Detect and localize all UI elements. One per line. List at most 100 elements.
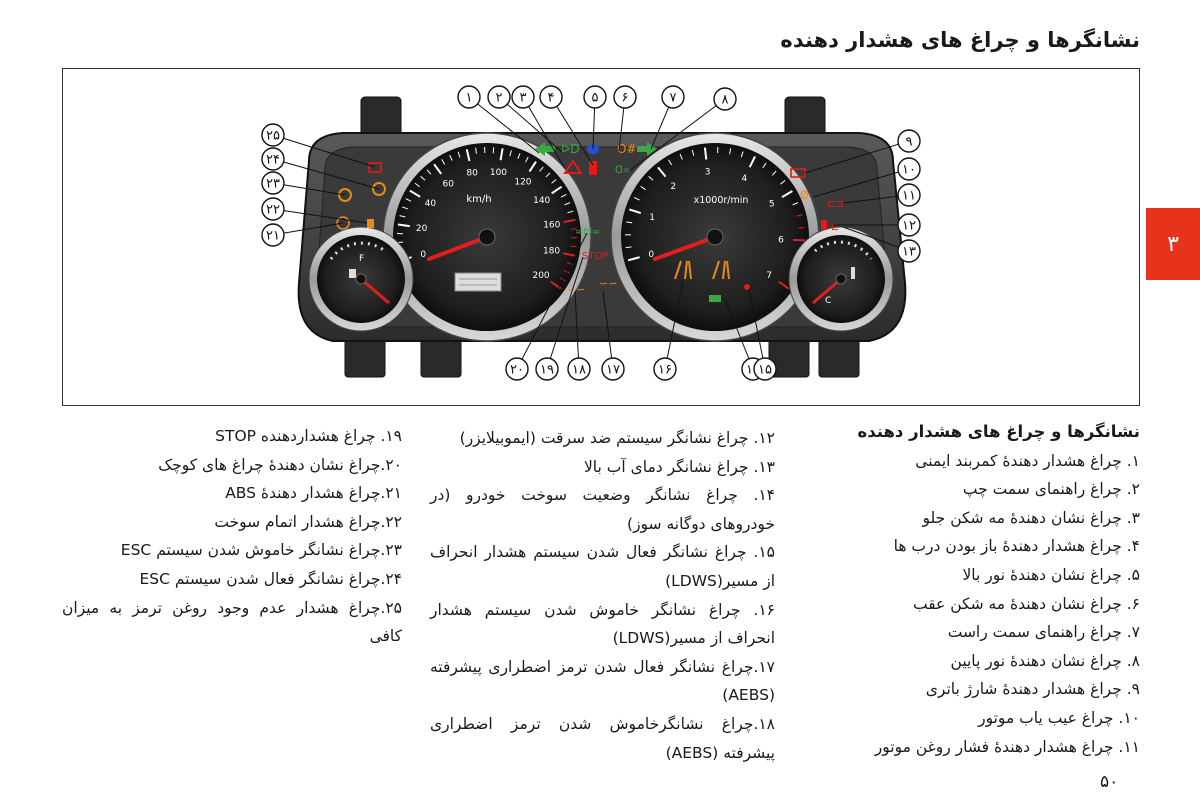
front-fog-icon: ᐅD <box>561 142 579 156</box>
leader-line <box>812 168 910 198</box>
leader-line <box>664 280 684 370</box>
legend-item-6: ۶. چراغ نشان دهندۀ مه شکن عقب <box>912 594 1140 613</box>
thermometer-icon <box>851 267 855 279</box>
callout-circle <box>539 85 563 109</box>
low-fuel-icon <box>367 219 374 228</box>
callout-leader-lines <box>272 96 910 370</box>
leader-line <box>724 298 754 370</box>
door-open-icon <box>589 161 597 175</box>
callout-circle <box>583 85 607 109</box>
legend-item-10: ۱۰. چراغ عیب یاب موتور <box>978 708 1140 727</box>
callout-number-right: ۱۳ <box>902 245 916 260</box>
callout-circle <box>261 123 285 147</box>
ldws-off-icon <box>674 260 692 280</box>
aebs-off-icon: ∽∽ <box>567 283 585 296</box>
callout-circle <box>535 357 559 381</box>
fuel-needle <box>360 277 390 305</box>
page-number: ۵۰ <box>1100 772 1119 792</box>
legend-item-25: ۲۵.چراغ هشدار عدم وجود روغن ترمز به میزا… <box>62 598 402 646</box>
leader-line <box>842 226 910 252</box>
callout-number-bottom: ۱۶ <box>658 363 672 378</box>
tachometer-unit: x1000r/min <box>694 195 749 206</box>
rear-fog-icon: O# <box>617 142 637 156</box>
callout-circle <box>897 183 921 207</box>
legend-item-14: ۱۴. چراغ نشانگر وضعیت سوخت خودرو (در خود… <box>430 486 775 533</box>
callout-circle <box>713 87 737 111</box>
seatbelt-warning-icon <box>563 159 583 174</box>
legend-item-11: ۱۱. چراغ هشدار دهندۀ فشار روغن موتور <box>874 737 1140 756</box>
legend-item-3: ۳. چراغ نشان دهندۀ مه شکن جلو <box>922 508 1140 527</box>
callout-number-left: ۲۵ <box>266 129 280 144</box>
temperature-gauge-label: C <box>825 296 831 306</box>
leader-line <box>574 290 580 370</box>
callout-circle <box>897 239 921 263</box>
leader-line <box>602 290 614 370</box>
callout-circle <box>897 213 921 237</box>
legend-item-20: ۲۰.چراغ نشان دهندۀ چراغ های کوچک <box>158 455 402 474</box>
tachometer-tick-label: 3 <box>705 167 711 177</box>
legend-item-16: ۱۶. چراغ نشانگر خاموش شدن سیستم هشدار ان… <box>430 600 775 648</box>
position-lights-icon: ≈ᗢ≈ <box>575 227 600 238</box>
callout-number-right: ۹ <box>906 135 913 150</box>
legend-item-4: ۴. چراغ هشدار دهندۀ باز بودن درب ها <box>893 537 1140 556</box>
callout-number-right: ۱۱ <box>902 189 916 204</box>
legend-item-23: ۲۳.چراغ نشانگر خاموش شدن سیستم ESC <box>120 541 402 560</box>
ldws-on-icon <box>712 260 730 280</box>
legend-item-12: ۱۲. چراغ نشانگر سیستم ضد سرقت (ایموبیلای… <box>459 429 775 447</box>
leader-line <box>468 96 540 154</box>
callout-number-bottom: ۱۵ <box>758 363 772 378</box>
speedometer-tick-label: 0 <box>420 250 426 260</box>
oil-pressure-icon: ⊏⊐ <box>827 199 844 210</box>
callout-circle <box>511 85 535 109</box>
speedometer-tick-label: 100 <box>490 168 507 178</box>
speedometer-tick-label: 60 <box>442 180 454 190</box>
callout-circle <box>261 223 285 247</box>
tachometer-tick-label: 2 <box>670 182 676 192</box>
chapter-tab[interactable]: ۳ <box>1146 208 1200 280</box>
callout-circle <box>753 357 777 381</box>
tachometer-tick-label: 6 <box>778 235 784 245</box>
page-title: نشانگرها و چراغ های هشدار دهنده <box>780 28 1140 52</box>
callout-number-bottom: ۱۷ <box>606 363 620 378</box>
leader-line <box>272 134 376 168</box>
fuel-pump-icon <box>349 269 356 278</box>
legend-column-right: نشانگرها و چراغ های هشدار دهنده ۱. چراغ … <box>840 418 1140 761</box>
red-dot-indicator <box>744 284 750 290</box>
tachometer-tick-label: 7 <box>766 271 772 281</box>
callout-number-top: ۳ <box>520 91 527 106</box>
speedometer-unit: km/h <box>466 194 491 205</box>
speedometer-tick-label: 20 <box>416 224 428 234</box>
callout-circle <box>613 85 637 109</box>
engine-check-icon: ⚙ <box>799 188 810 202</box>
leader-line <box>272 222 344 236</box>
speedometer-tick-label: 40 <box>425 199 437 209</box>
legend-item-7: ۷. چراغ راهنمای سمت راست <box>947 623 1140 642</box>
leader-line <box>272 182 346 196</box>
tachometer-needle <box>653 235 717 261</box>
legend-item-24: ۲۴.چراغ نشانگر فعال شدن سیستم ESC <box>139 569 402 588</box>
speedometer-tick-label: 160 <box>543 220 560 230</box>
leader-line <box>546 256 584 370</box>
legend-item-17: ۱۷.چراغ نشانگر فعال شدن ترمز اضطراری پیش… <box>430 657 775 705</box>
low-beam-icon: ᗡ= <box>615 165 631 176</box>
legend-item-13: ۱۳. چراغ نشانگر دمای آب بالا <box>583 457 775 476</box>
callout-number-top: ۴ <box>548 91 555 106</box>
speedometer-tick-label: 120 <box>514 178 531 188</box>
callout-number-left: ۲۲ <box>266 203 280 218</box>
callout-circle <box>261 197 285 221</box>
speedometer-tick-label: 80 <box>466 169 478 179</box>
callout-circle <box>897 157 921 181</box>
legend-item-15: ۱۵. چراغ نشانگر فعال شدن سیستم هشدار انح… <box>430 543 775 590</box>
legend-item-8: ۸. چراغ نشان دهندۀ نور پایین <box>950 651 1140 670</box>
leader-line <box>272 158 380 190</box>
callout-number-bottom: ۱۹ <box>540 363 554 378</box>
stop-warning-icon: STOP <box>582 251 608 262</box>
callout-circle <box>567 357 591 381</box>
brake-fluid-warning-icon <box>368 162 382 173</box>
leader-line <box>516 232 588 370</box>
legend-item-9: ۹. چراغ هشدار دهندۀ شارژ باتری <box>925 680 1140 699</box>
callout-number-top: ۶ <box>622 91 629 106</box>
